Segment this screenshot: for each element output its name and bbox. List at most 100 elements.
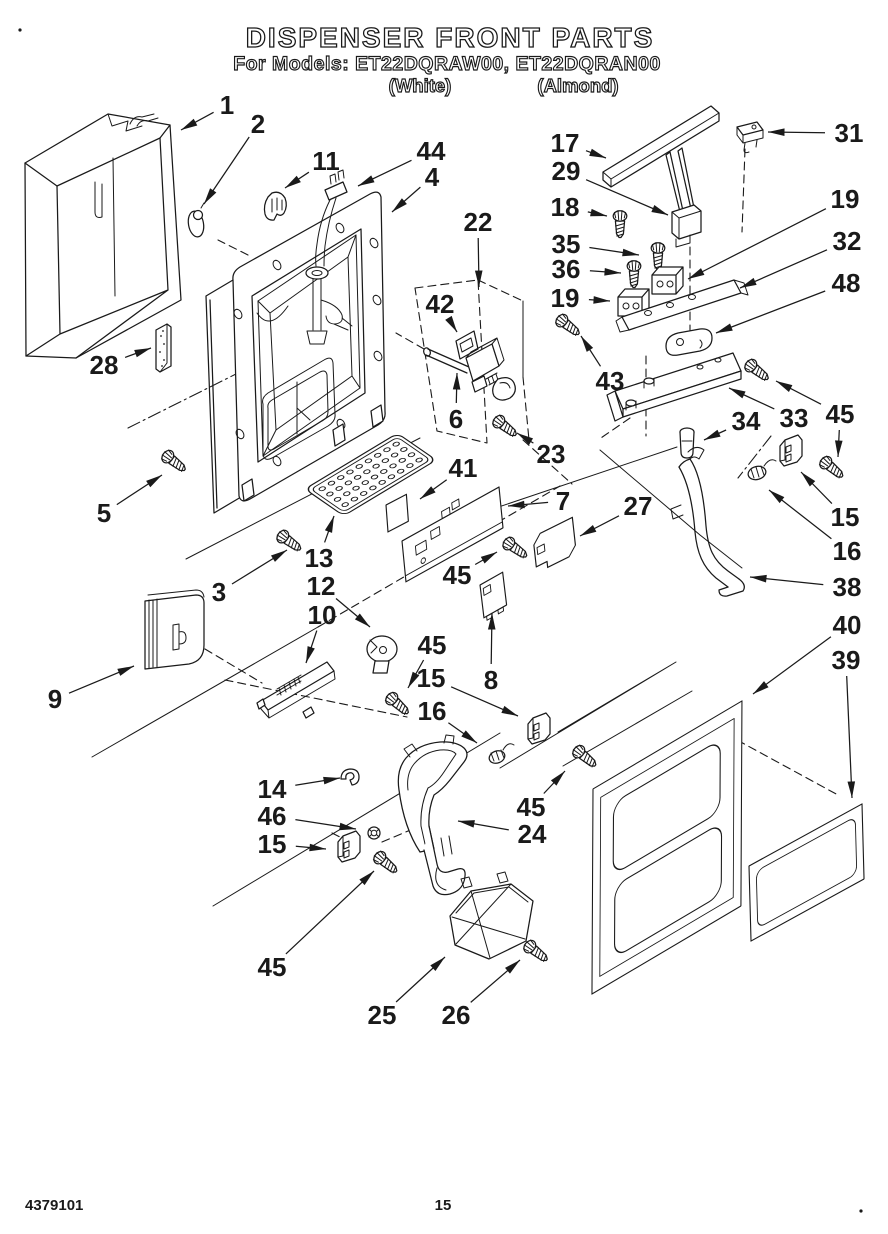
callout-label-24: 24 — [518, 819, 547, 849]
leader-line — [703, 429, 727, 441]
callout-15: 15 — [258, 829, 327, 859]
callout-42: 42 — [426, 289, 458, 333]
callout-label-8: 8 — [484, 665, 498, 695]
leader-line — [285, 870, 375, 955]
leader-line — [324, 515, 335, 543]
callout-15: 15 — [417, 663, 519, 717]
leader-line — [450, 686, 519, 717]
leader-line — [448, 722, 478, 744]
callout-label-45: 45 — [517, 792, 546, 822]
leader-line — [587, 208, 608, 217]
callout-label-46: 46 — [258, 801, 287, 831]
callout-label-35: 35 — [552, 229, 581, 259]
callout-38: 38 — [749, 572, 861, 602]
callout-label-5: 5 — [97, 498, 111, 528]
callout-label-15: 15 — [258, 829, 287, 859]
callout-label-10: 10 — [308, 600, 337, 630]
callout-label-23: 23 — [537, 439, 566, 469]
callout-label-45: 45 — [418, 630, 447, 660]
callout-label-29: 29 — [552, 156, 581, 186]
callout-label-34: 34 — [732, 406, 761, 436]
callout-label-43: 43 — [596, 366, 625, 396]
leader-line — [543, 770, 566, 794]
leader-line — [715, 290, 826, 334]
callout-13: 13 — [305, 515, 335, 573]
leader-line — [589, 267, 622, 276]
part-13-grille — [307, 435, 434, 515]
callout-26: 26 — [442, 959, 521, 1030]
callout-45: 45 — [258, 870, 375, 982]
callout-31: 31 — [767, 118, 863, 148]
callout-2: 2 — [203, 109, 265, 205]
leader-line — [580, 335, 602, 367]
callout-18: 18 — [551, 192, 608, 222]
leader-line — [116, 474, 163, 506]
callout-label-41: 41 — [449, 453, 478, 483]
callout-19: 19 — [551, 283, 611, 313]
callout-16: 16 — [418, 696, 478, 744]
leader-line — [452, 372, 461, 404]
callout-36: 36 — [552, 254, 622, 284]
part-27-plate — [533, 516, 576, 569]
callout-label-28: 28 — [90, 350, 119, 380]
leader-line — [231, 549, 288, 585]
callout-11: 11 — [284, 146, 340, 189]
part-12-cam — [366, 635, 398, 674]
callout-label-32: 32 — [833, 226, 862, 256]
part-8-plate — [479, 571, 508, 621]
leader-line — [295, 818, 357, 831]
callout-45: 45 — [517, 770, 566, 822]
callout-label-6: 6 — [449, 404, 463, 434]
callout-22: 22 — [464, 207, 493, 288]
leader-line — [445, 315, 458, 333]
part-24-lever — [397, 734, 468, 896]
callout-label-14: 14 — [258, 774, 287, 804]
leader-line — [419, 479, 448, 500]
callout-label-45: 45 — [826, 399, 855, 429]
leader-line — [295, 843, 327, 852]
leader-line — [752, 636, 832, 695]
callout-45: 45 — [407, 630, 447, 689]
part-34-spacer — [679, 427, 695, 459]
callout-3: 3 — [212, 549, 288, 607]
footer: 4379101 15 — [25, 1197, 451, 1214]
callout-17: 17 — [551, 128, 607, 159]
leader-line — [585, 179, 669, 216]
callout-34: 34 — [703, 406, 761, 441]
callout-label-33: 33 — [780, 403, 809, 433]
part-28-strip — [155, 323, 172, 373]
part-31-clip — [736, 121, 764, 154]
callout-label-16: 16 — [833, 536, 862, 566]
part-1-housing — [24, 113, 182, 359]
leader-line — [180, 111, 214, 131]
callout-15: 15 — [800, 471, 860, 532]
callout-44: 44 — [357, 136, 446, 187]
callout-label-19: 19 — [831, 184, 860, 214]
part-7-facade — [401, 486, 504, 583]
leader-line — [68, 665, 135, 694]
leader-line — [767, 128, 826, 137]
leader-line — [588, 296, 611, 304]
callout-25: 25 — [368, 956, 446, 1030]
part-46-nut — [367, 826, 381, 840]
leader-line — [739, 249, 828, 289]
leader-line — [516, 432, 534, 445]
part-2-clip — [187, 202, 205, 238]
part-14-hook — [340, 768, 360, 786]
callout-16: 16 — [768, 489, 862, 566]
part-48-plate — [665, 328, 713, 356]
callout-label-22: 22 — [464, 207, 493, 237]
callout-label-15: 15 — [831, 502, 860, 532]
callout-40: 40 — [752, 610, 861, 695]
callout-label-4: 4 — [425, 162, 440, 192]
leader-line — [305, 630, 318, 664]
callout-label-1: 1 — [220, 90, 234, 120]
callout-label-36: 36 — [552, 254, 581, 284]
part-9-flap — [144, 589, 205, 670]
leader-line — [846, 675, 856, 799]
part-19-terminal-blocks — [617, 266, 684, 317]
callout-4: 4 — [391, 162, 440, 213]
leader-line — [834, 429, 843, 458]
